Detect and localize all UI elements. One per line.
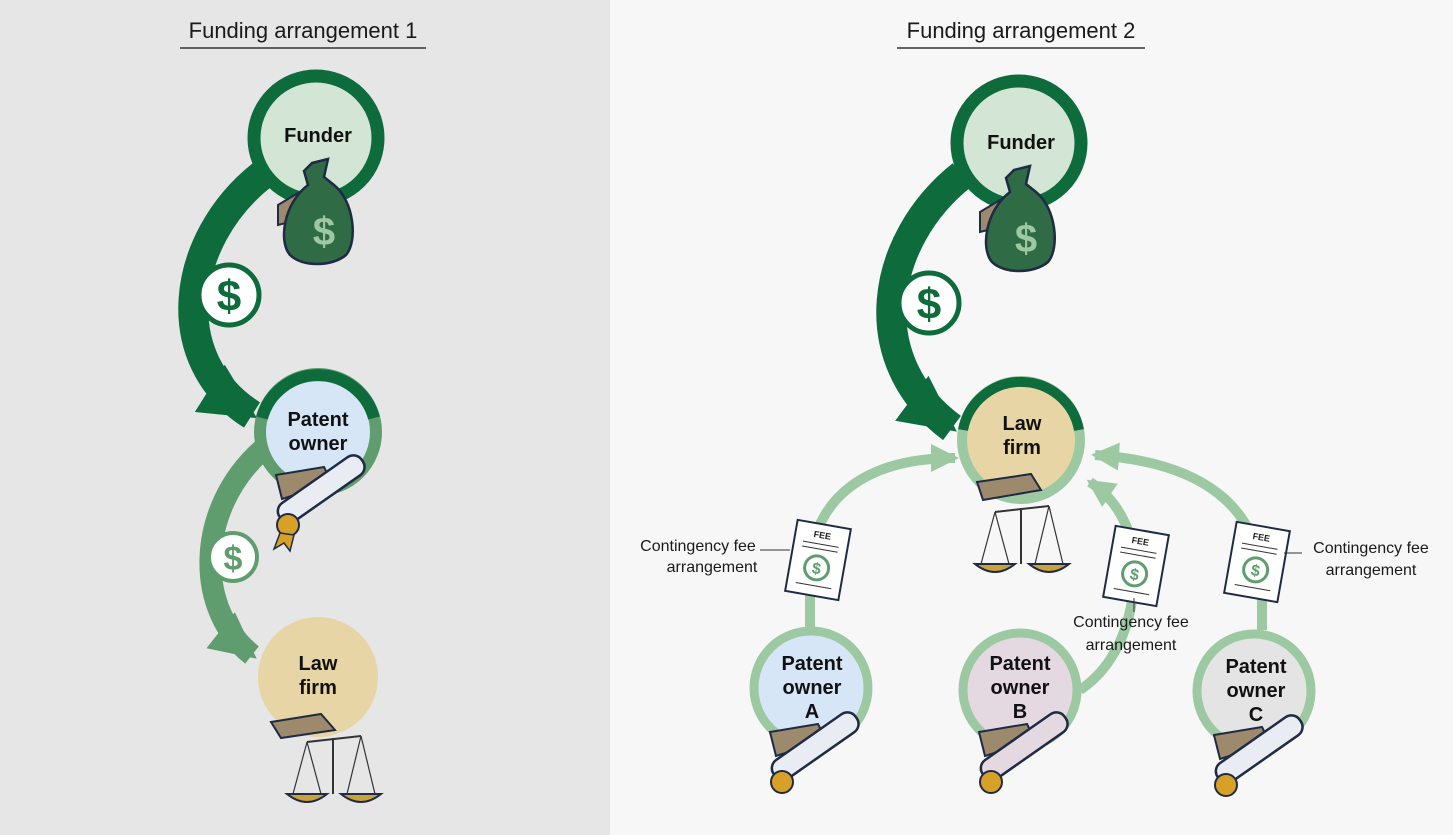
panel1-title: Funding arrangement 1: [189, 18, 418, 43]
p2-patent-owner-c-label-3: C: [1249, 704, 1263, 726]
p2-funder-to-lawfirm-arrow: [876, 163, 972, 441]
p1-patent-owner-label-1: Patent: [287, 409, 348, 431]
p2-contingency-note-a: Contingency fee arrangement: [640, 538, 790, 576]
p2-contingency-note-b-line-1: Contingency fee: [1073, 614, 1189, 631]
p2-patent-owner-b-label-1: Patent: [989, 653, 1050, 675]
p2-contingency-note-c-line-1: Contingency fee: [1313, 540, 1429, 557]
p2-law-firm-node: Law firm: [957, 376, 1085, 504]
p2-dollar-badge-icon: $: [896, 270, 962, 336]
p2-contingency-note-a-line-2: arrangement: [667, 559, 758, 576]
p1-patent-owner-label-2: owner: [289, 433, 348, 455]
p1-funder-to-owner-arrow: [178, 163, 272, 428]
p1-law-firm-node: Law firm: [258, 617, 378, 737]
svg-text:$: $: [810, 560, 822, 578]
p2-fee-contract-icon-b: FEE $: [1102, 524, 1170, 608]
p1-law-firm-label-1: Law: [299, 653, 338, 675]
p2-patent-scroll-icon-b: [977, 711, 1069, 794]
p2-patent-scroll-icon-c: [1212, 714, 1304, 797]
p2-patent-owner-b-label-2: owner: [991, 677, 1050, 699]
svg-text:$: $: [217, 272, 241, 321]
p1-funder-label: Funder: [284, 125, 352, 147]
svg-text:$: $: [1015, 217, 1037, 261]
p1-money-bag-hand-icon: $: [277, 157, 354, 266]
panel2-title: Funding arrangement 2: [907, 18, 1136, 43]
p2-money-bag-hand-icon: $: [979, 164, 1056, 273]
p2-scales-hand-icon: [972, 472, 1072, 573]
p2-patent-owner-c-label-2: owner: [1227, 680, 1286, 702]
p2-contingency-note-b: Contingency fee arrangement: [1073, 598, 1189, 654]
p2-contingency-note-a-line-1: Contingency fee: [640, 538, 756, 555]
svg-text:$: $: [224, 540, 243, 578]
p2-law-firm-label-1: Law: [1003, 413, 1042, 435]
svg-text:$: $: [1128, 566, 1140, 584]
p2-patent-owner-a-label-1: Patent: [781, 653, 842, 675]
p2-law-firm-label-2: firm: [1003, 437, 1041, 459]
p1-dollar-badge-icon-1: $: [196, 262, 262, 328]
p2-fee-contract-label-a: FEE: [813, 529, 832, 542]
p2-patent-owner-a-label-3: A: [805, 701, 819, 723]
p1-patent-scroll-hand-icon: [272, 454, 366, 553]
p1-law-firm-label-2: firm: [299, 677, 337, 699]
svg-text:$: $: [917, 280, 941, 329]
svg-text:$: $: [1249, 562, 1261, 580]
p2-fee-contract-label-b: FEE: [1131, 535, 1150, 548]
p1-dollar-badge-icon-2: $: [207, 531, 259, 583]
p2-patent-owner-a-label-2: owner: [783, 677, 842, 699]
p2-patent-scroll-icon-a: [768, 711, 860, 794]
p2-patent-owner-c-label-1: Patent: [1225, 656, 1286, 678]
p2-fee-contract-label-c: FEE: [1252, 531, 1271, 544]
p1-scales-hand-icon: [269, 712, 384, 803]
p2-fee-contract-icon-c: FEE $: [1223, 520, 1291, 604]
p2-contingency-note-c: Contingency fee arrangement: [1284, 540, 1429, 579]
p2-contingency-note-b-line-2: arrangement: [1086, 637, 1177, 654]
p2-contingency-note-c-line-2: arrangement: [1326, 562, 1417, 579]
svg-text:$: $: [313, 210, 335, 254]
p2-patent-owner-b-label-3: B: [1013, 701, 1027, 723]
p2-funder-label: Funder: [987, 132, 1055, 154]
p2-fee-contract-icon-a: FEE $: [784, 518, 852, 602]
